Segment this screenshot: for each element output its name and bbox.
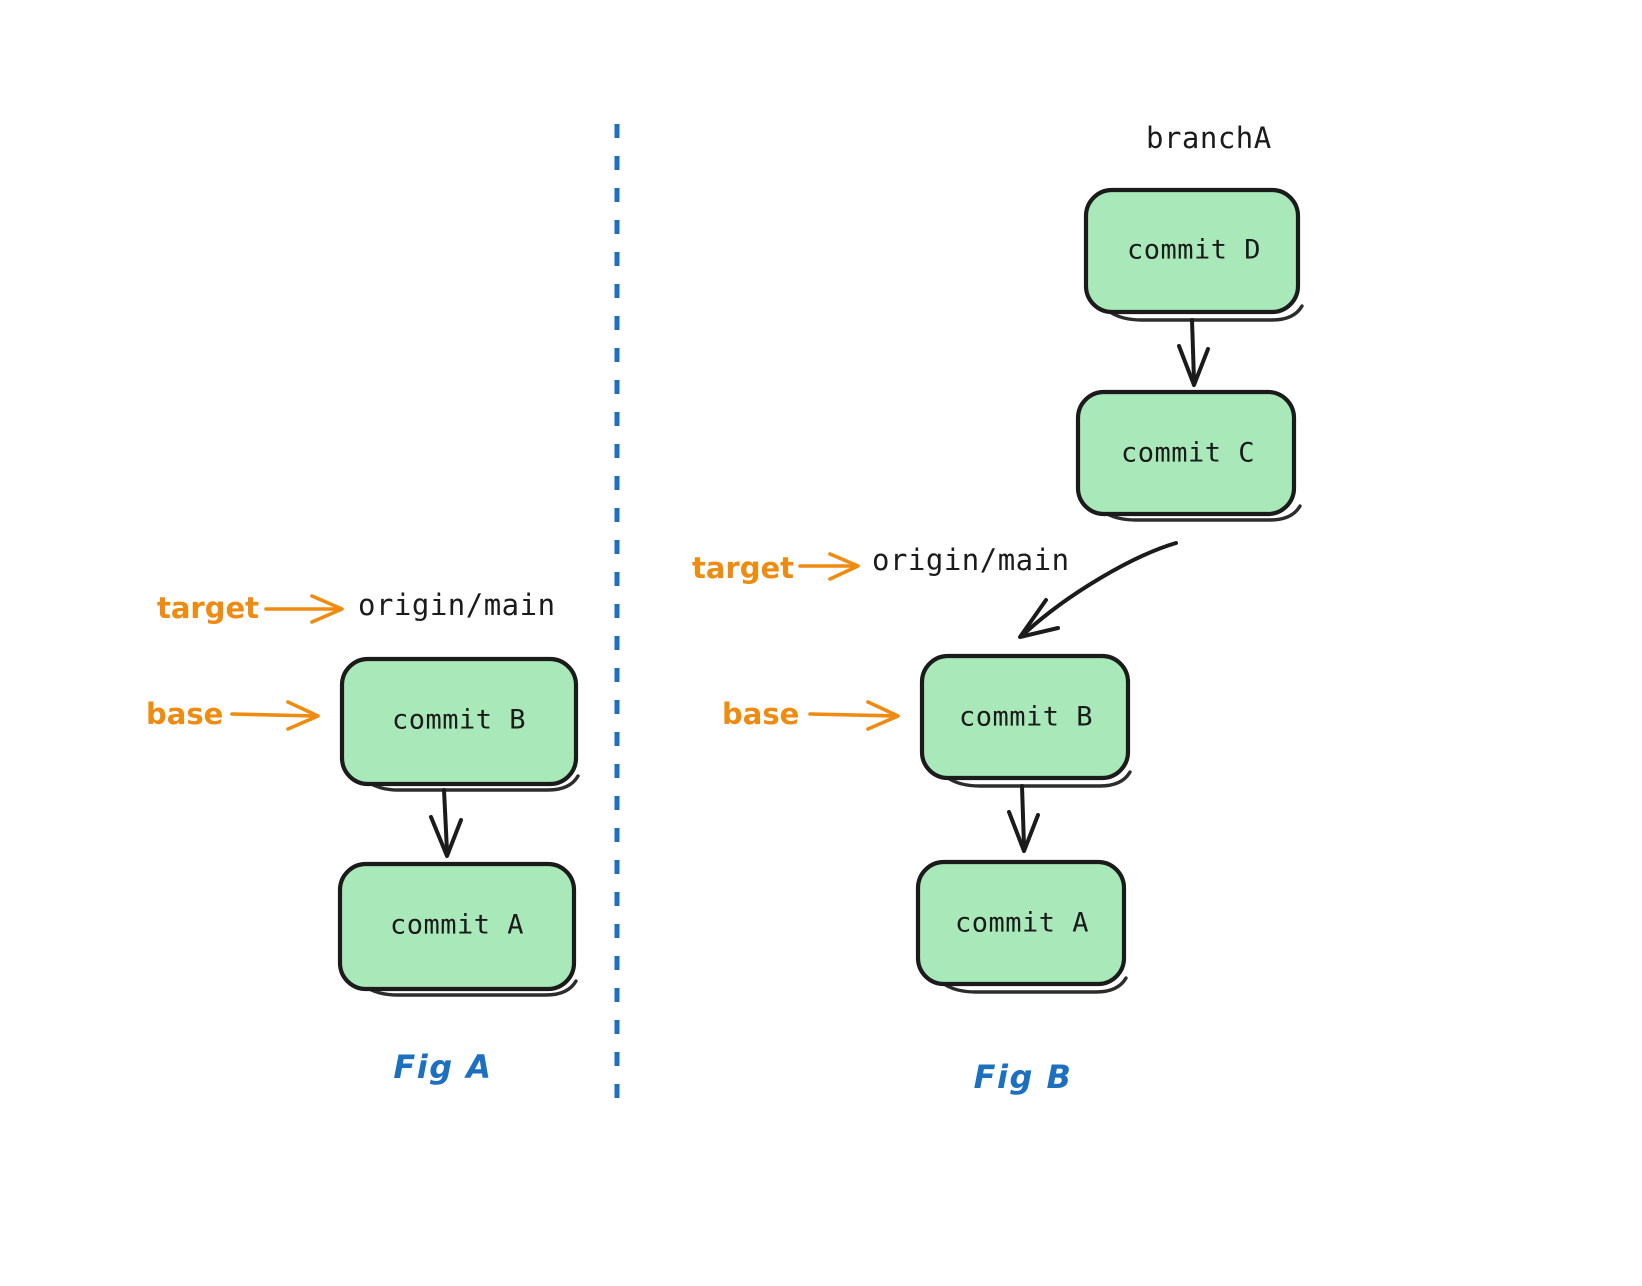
edge-c-to-b-curved-line — [1024, 541, 1178, 634]
edge-b-to-a-fig-b-line — [1020, 784, 1026, 848]
commit-box-d-b-shadow — [1108, 304, 1304, 322]
annotation-base-arrowhead-b — [866, 700, 900, 731]
commit-box-d-b-rect — [1083, 187, 1301, 315]
edge-b-to-a-fig-b — [1007, 784, 1040, 853]
commit-box-c-b-rect — [1075, 389, 1297, 517]
commit-box-b-a-label: commit B — [392, 705, 526, 736]
annotation-target-label-a: target — [157, 591, 259, 625]
commit-box-b-a-shadow — [366, 774, 580, 792]
edge-b-to-a-fig-a-arrowhead — [429, 815, 463, 858]
edge-c-to-b-curved-arrowhead — [1018, 598, 1060, 639]
annotation-target-arrowhead-b — [828, 552, 860, 581]
commit-box-b-b-shadow — [946, 770, 1132, 788]
commit-box-c-b-shadow — [1102, 504, 1302, 522]
annotation-base-arrowhead-a — [286, 700, 320, 731]
commit-box-a-b-label: commit A — [955, 908, 1089, 939]
edge-b-to-a-fig-a-line — [442, 788, 449, 853]
commit-box-b-b-rect — [919, 653, 1131, 781]
edge-d-to-c — [1177, 318, 1210, 387]
commit-box-a-b: commit A — [915, 859, 1128, 994]
annotation-base-arrow-b — [808, 712, 898, 718]
ref-label-origin-main-b: origin/main — [872, 543, 1070, 577]
commit-box-b-a-rect — [339, 656, 579, 787]
commit-box-b-b: commit B — [919, 653, 1132, 788]
commit-box-c-b-label: commit C — [1121, 438, 1255, 469]
panel-fig-a: target origin/main base commit B — [146, 588, 580, 1086]
figure-caption-a: Fig A — [393, 1048, 492, 1086]
annotation-base-label-b: base — [722, 697, 799, 731]
edge-d-to-c-arrowhead — [1177, 344, 1210, 387]
commit-box-b-b-label: commit B — [959, 702, 1093, 733]
commit-box-d-b-label: commit D — [1127, 235, 1261, 266]
edge-d-to-c-line — [1190, 318, 1196, 382]
commit-box-a-a: commit A — [337, 861, 578, 997]
commit-box-c-b: commit C — [1075, 389, 1302, 522]
edge-b-to-a-fig-a — [429, 788, 463, 858]
commit-box-d-b: commit D — [1083, 187, 1304, 322]
ref-label-branch-a: branchA — [1146, 121, 1272, 155]
edge-b-to-a-fig-b-arrowhead — [1007, 810, 1040, 853]
figure-caption-b: Fig B — [974, 1058, 1073, 1096]
commit-box-a-a-label: commit A — [390, 910, 524, 941]
commit-box-a-a-shadow — [364, 979, 578, 997]
commit-box-b-a: commit B — [339, 656, 580, 792]
commit-box-a-b-rect — [915, 859, 1127, 987]
commit-box-a-b-shadow — [942, 976, 1128, 994]
ref-label-origin-main-a: origin/main — [358, 588, 556, 622]
annotation-target-arrowhead-a — [310, 594, 344, 624]
panel-fig-b: branchA commit D commit C — [692, 121, 1304, 1096]
edge-c-to-b-curved — [1018, 541, 1178, 639]
commit-box-a-a-rect — [337, 861, 577, 992]
annotation-base-label-a: base — [146, 697, 223, 731]
annotation-base-arrow-a — [230, 712, 318, 718]
annotation-target-label-b: target — [692, 551, 794, 585]
